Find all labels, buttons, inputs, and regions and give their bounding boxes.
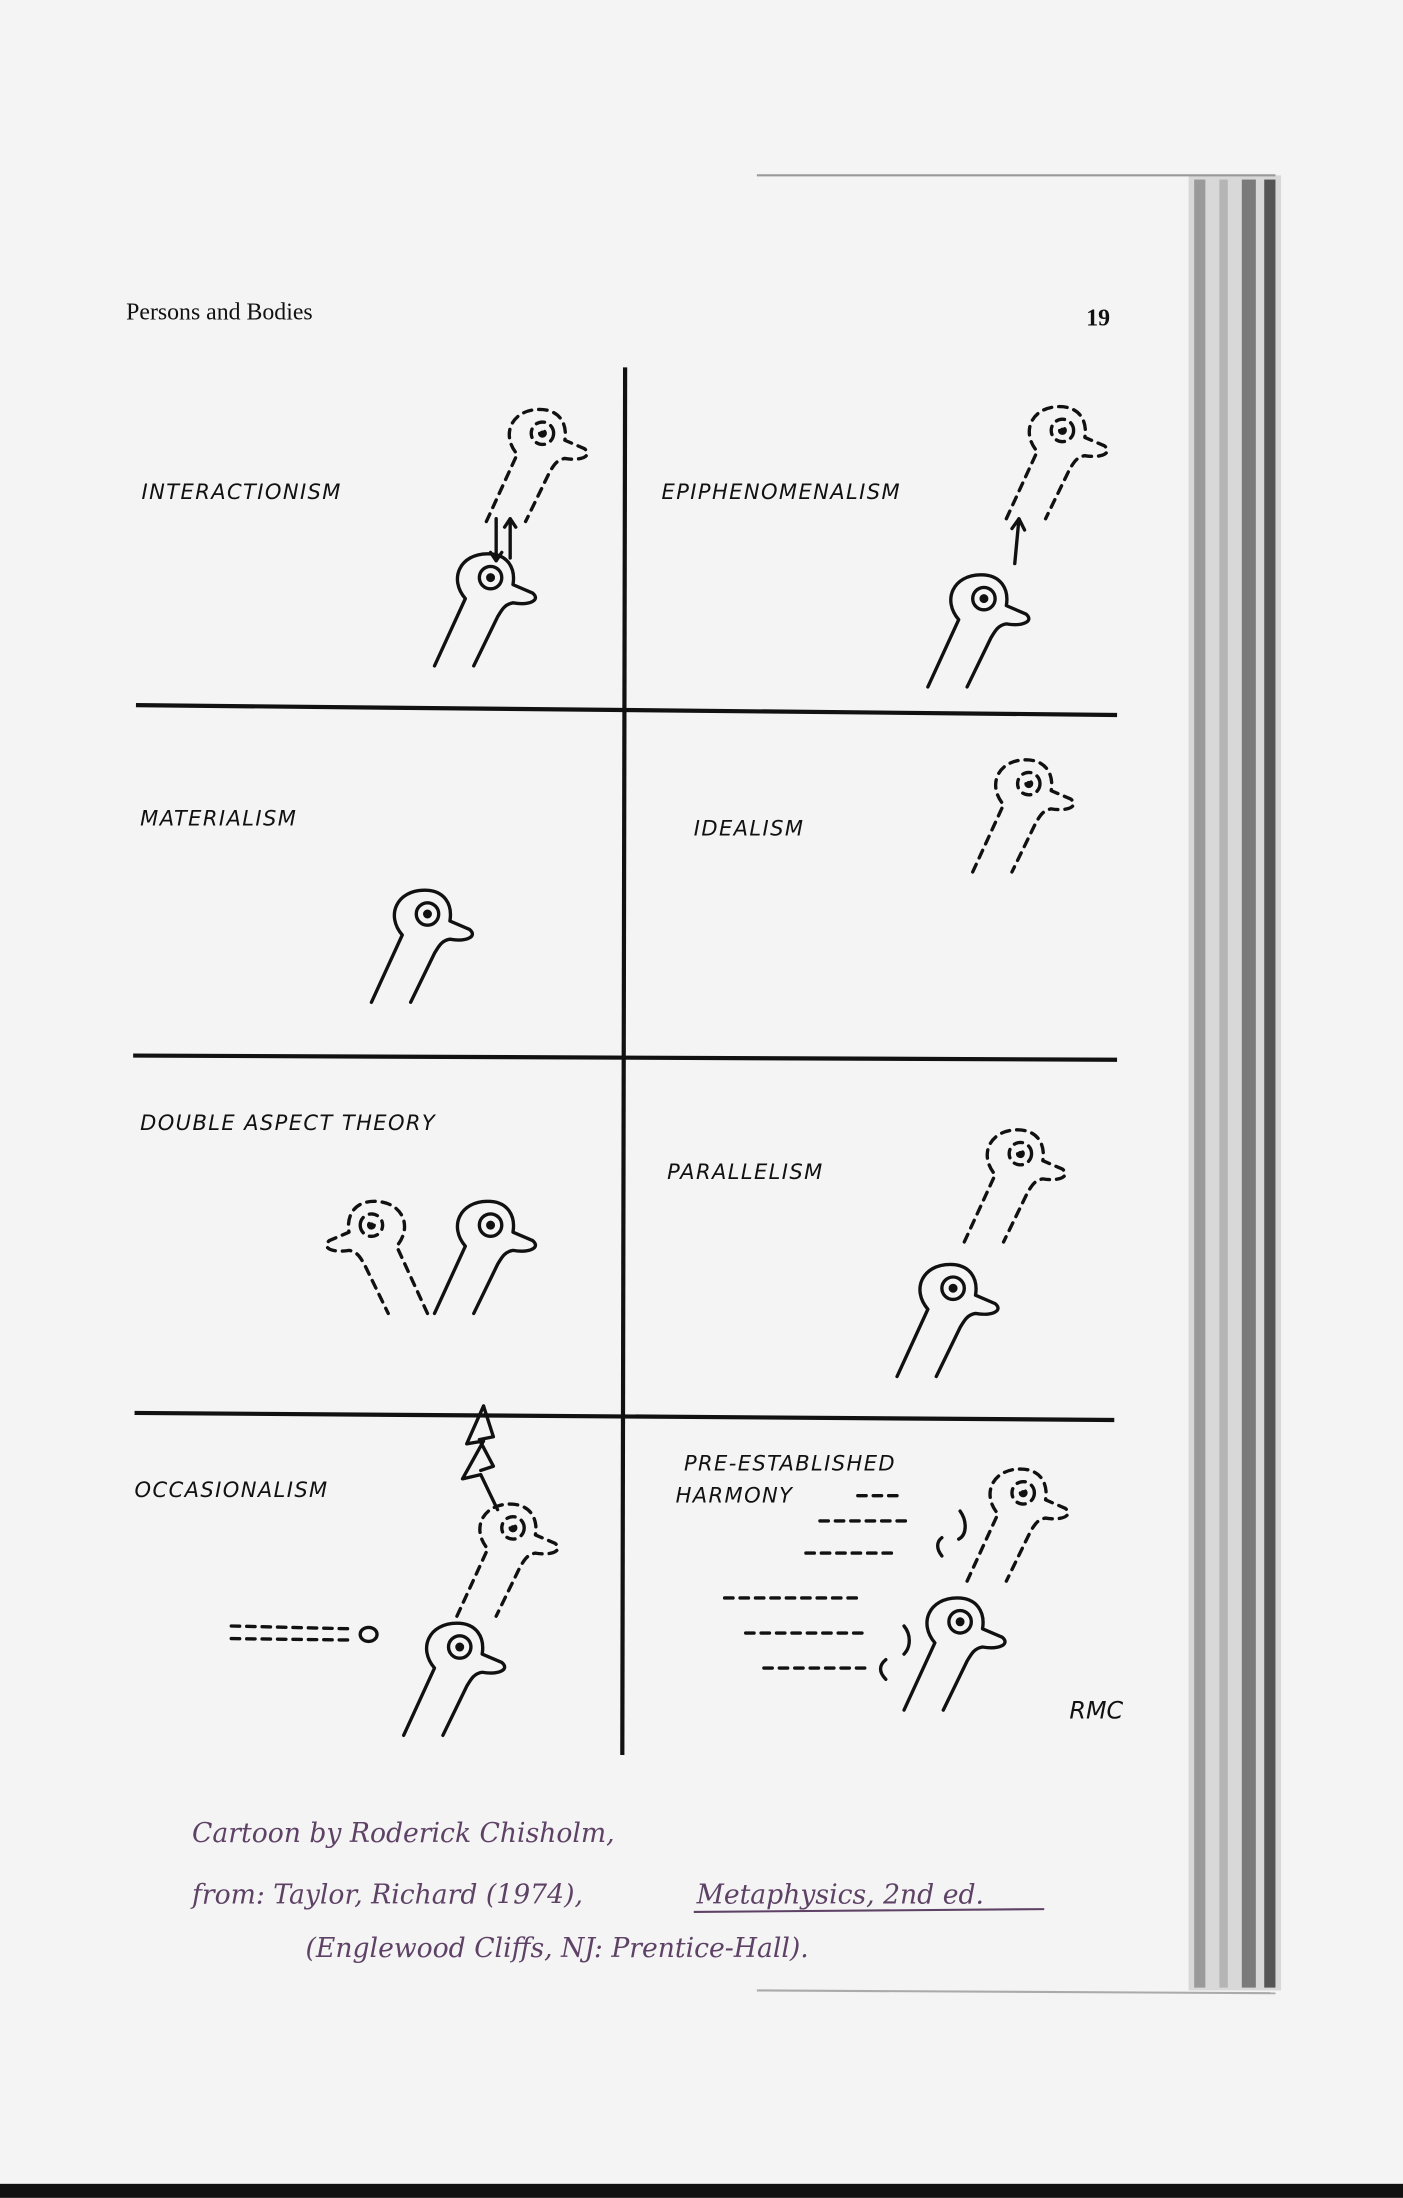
label-interactionism: INTERACTIONISM: [142, 479, 342, 504]
label-pre-established: PRE-ESTABLISHED: [684, 1450, 896, 1475]
body-figure-solid: [432, 552, 538, 668]
interaction-arrows-icon: [488, 517, 518, 563]
body-figure-solid: [432, 1199, 538, 1316]
mind-figure-dashed: [962, 1128, 1067, 1244]
mind-figure-dashed: [455, 1502, 560, 1618]
ball-icon: [358, 1625, 379, 1644]
annotation-book-title: Metaphysics, 2nd ed.: [696, 1880, 984, 1911]
label-double-aspect-theory: DOUBLE ASPECT THEORY: [140, 1110, 437, 1135]
panel-grid: [133, 367, 1118, 1755]
up-arrow-icon: [1010, 517, 1027, 566]
label-materialism: MATERIALISM: [140, 806, 297, 831]
lightning-bolt-icon: [460, 1404, 500, 1512]
body-figure-solid: [902, 1596, 1007, 1712]
body-figure-solid: [369, 888, 475, 1004]
handwritten-annotation: Cartoon by Roderick Chisholm, from: Tayl…: [190, 1818, 1045, 1964]
motion-lines: [722, 1493, 913, 1670]
waving-hand-marks: [878, 1509, 967, 1681]
body-figure-solid: [926, 573, 1031, 689]
scan-border: [0, 2183, 1403, 2198]
artist-signature: RMC: [1069, 1697, 1123, 1725]
body-figure-solid: [895, 1262, 1000, 1379]
label-harmony: HARMONY: [676, 1483, 795, 1508]
body-figure-solid: [401, 1621, 507, 1738]
figures: [229, 404, 1110, 1738]
label-epiphenomenalism: EPIPHENOMENALISM: [662, 479, 901, 504]
running-header: Persons and Bodies: [126, 300, 313, 326]
mind-figure-dashed: [324, 1199, 430, 1316]
mind-figure-dashed: [484, 407, 590, 524]
annotation-line-2-prefix: from: Taylor, Richard (1974),: [190, 1880, 583, 1911]
book-page-edge: [756, 174, 1282, 1995]
label-parallelism: PARALLELISM: [667, 1159, 823, 1184]
motion-lines: [229, 1624, 353, 1642]
label-occasionalism: OCCASIONALISM: [135, 1477, 329, 1502]
page-number: 19: [1086, 305, 1110, 331]
label-idealism: IDEALISM: [694, 815, 805, 840]
mind-figure-dashed: [971, 758, 1076, 874]
annotation-line-3: (Englewood Cliffs, NJ: Prentice-Hall).: [306, 1933, 809, 1964]
annotation-line-1: Cartoon by Roderick Chisholm,: [192, 1818, 615, 1849]
mind-figure-dashed: [1004, 404, 1110, 521]
mind-figure-dashed: [965, 1467, 1070, 1583]
